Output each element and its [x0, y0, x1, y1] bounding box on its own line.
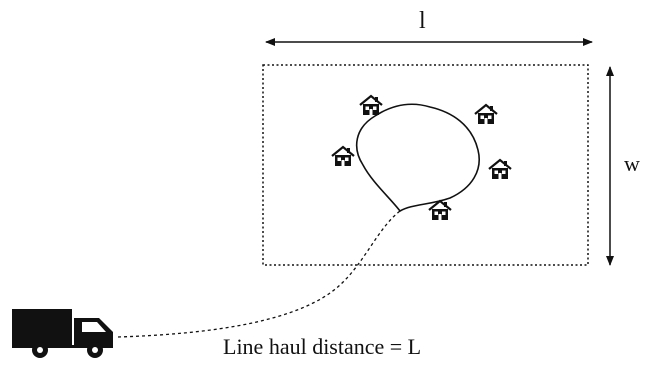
house-icon: [358, 94, 384, 117]
width-label: w: [624, 151, 640, 176]
service-region-boundary: [262, 64, 589, 266]
house-icon: [427, 199, 453, 222]
house-icon: [330, 145, 356, 168]
line-haul-label: Line haul distance = L: [223, 334, 422, 359]
length-label: l: [419, 8, 426, 34]
house-icon: [487, 158, 513, 181]
truck-icon: [12, 309, 113, 358]
line-haul-path: [117, 210, 401, 338]
house-icon: [473, 103, 499, 126]
delivery-tour-loop: [355, 103, 480, 213]
